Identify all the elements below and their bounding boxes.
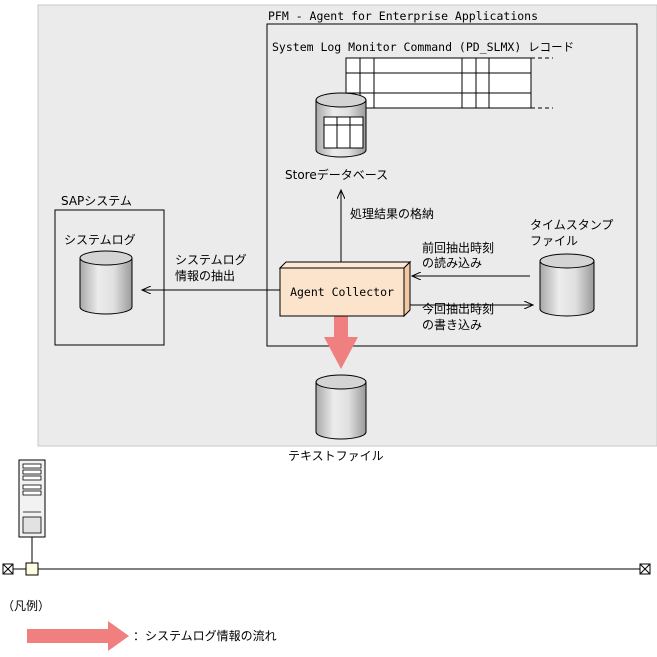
system-log-cylinder-icon	[79, 250, 133, 315]
flow-arrow-to-text-file	[324, 316, 358, 369]
record-title: System Log Monitor Command (PD_SLMX) レコー…	[272, 40, 575, 54]
server-icon	[18, 459, 46, 569]
agent-collector-label: Agent Collector	[290, 285, 394, 299]
read-prev-label-line2: の読み込み	[422, 256, 483, 270]
store-db-label: Storeデータベース	[285, 168, 389, 182]
extract-label-line2: 情報の抽出	[175, 269, 236, 283]
network-line	[2, 562, 651, 576]
timestamp-file-label-line2: ファイル	[530, 234, 579, 248]
pfm-agent-title: PFM - Agent for Enterprise Applications	[268, 9, 539, 23]
agent-collector-box	[278, 260, 412, 318]
extract-label-line1: システムログ	[175, 253, 247, 267]
legend-flow-arrow	[27, 621, 129, 651]
store-database-icon	[315, 92, 367, 158]
timestamp-file-label-line1: タイムスタンプ	[530, 218, 614, 232]
timestamp-file-cylinder-icon	[539, 253, 595, 317]
legend-title: （凡例）	[2, 599, 51, 613]
sap-system-title: SAPシステム	[61, 194, 132, 208]
syslog-label: システムログ	[64, 233, 136, 247]
text-file-label: テキストファイル	[288, 449, 384, 463]
write-curr-label-line1: 今回抽出時刻	[422, 302, 495, 316]
record-table	[345, 57, 553, 109]
legend-flow-label: ：システムログ情報の流れ	[133, 629, 277, 643]
read-prev-label-line1: 前回抽出時刻	[422, 241, 495, 255]
write-curr-label-line2: の書き込み	[422, 318, 483, 332]
text-file-cylinder-icon	[315, 374, 367, 440]
process-result-label: 処理結果の格納	[350, 207, 435, 221]
